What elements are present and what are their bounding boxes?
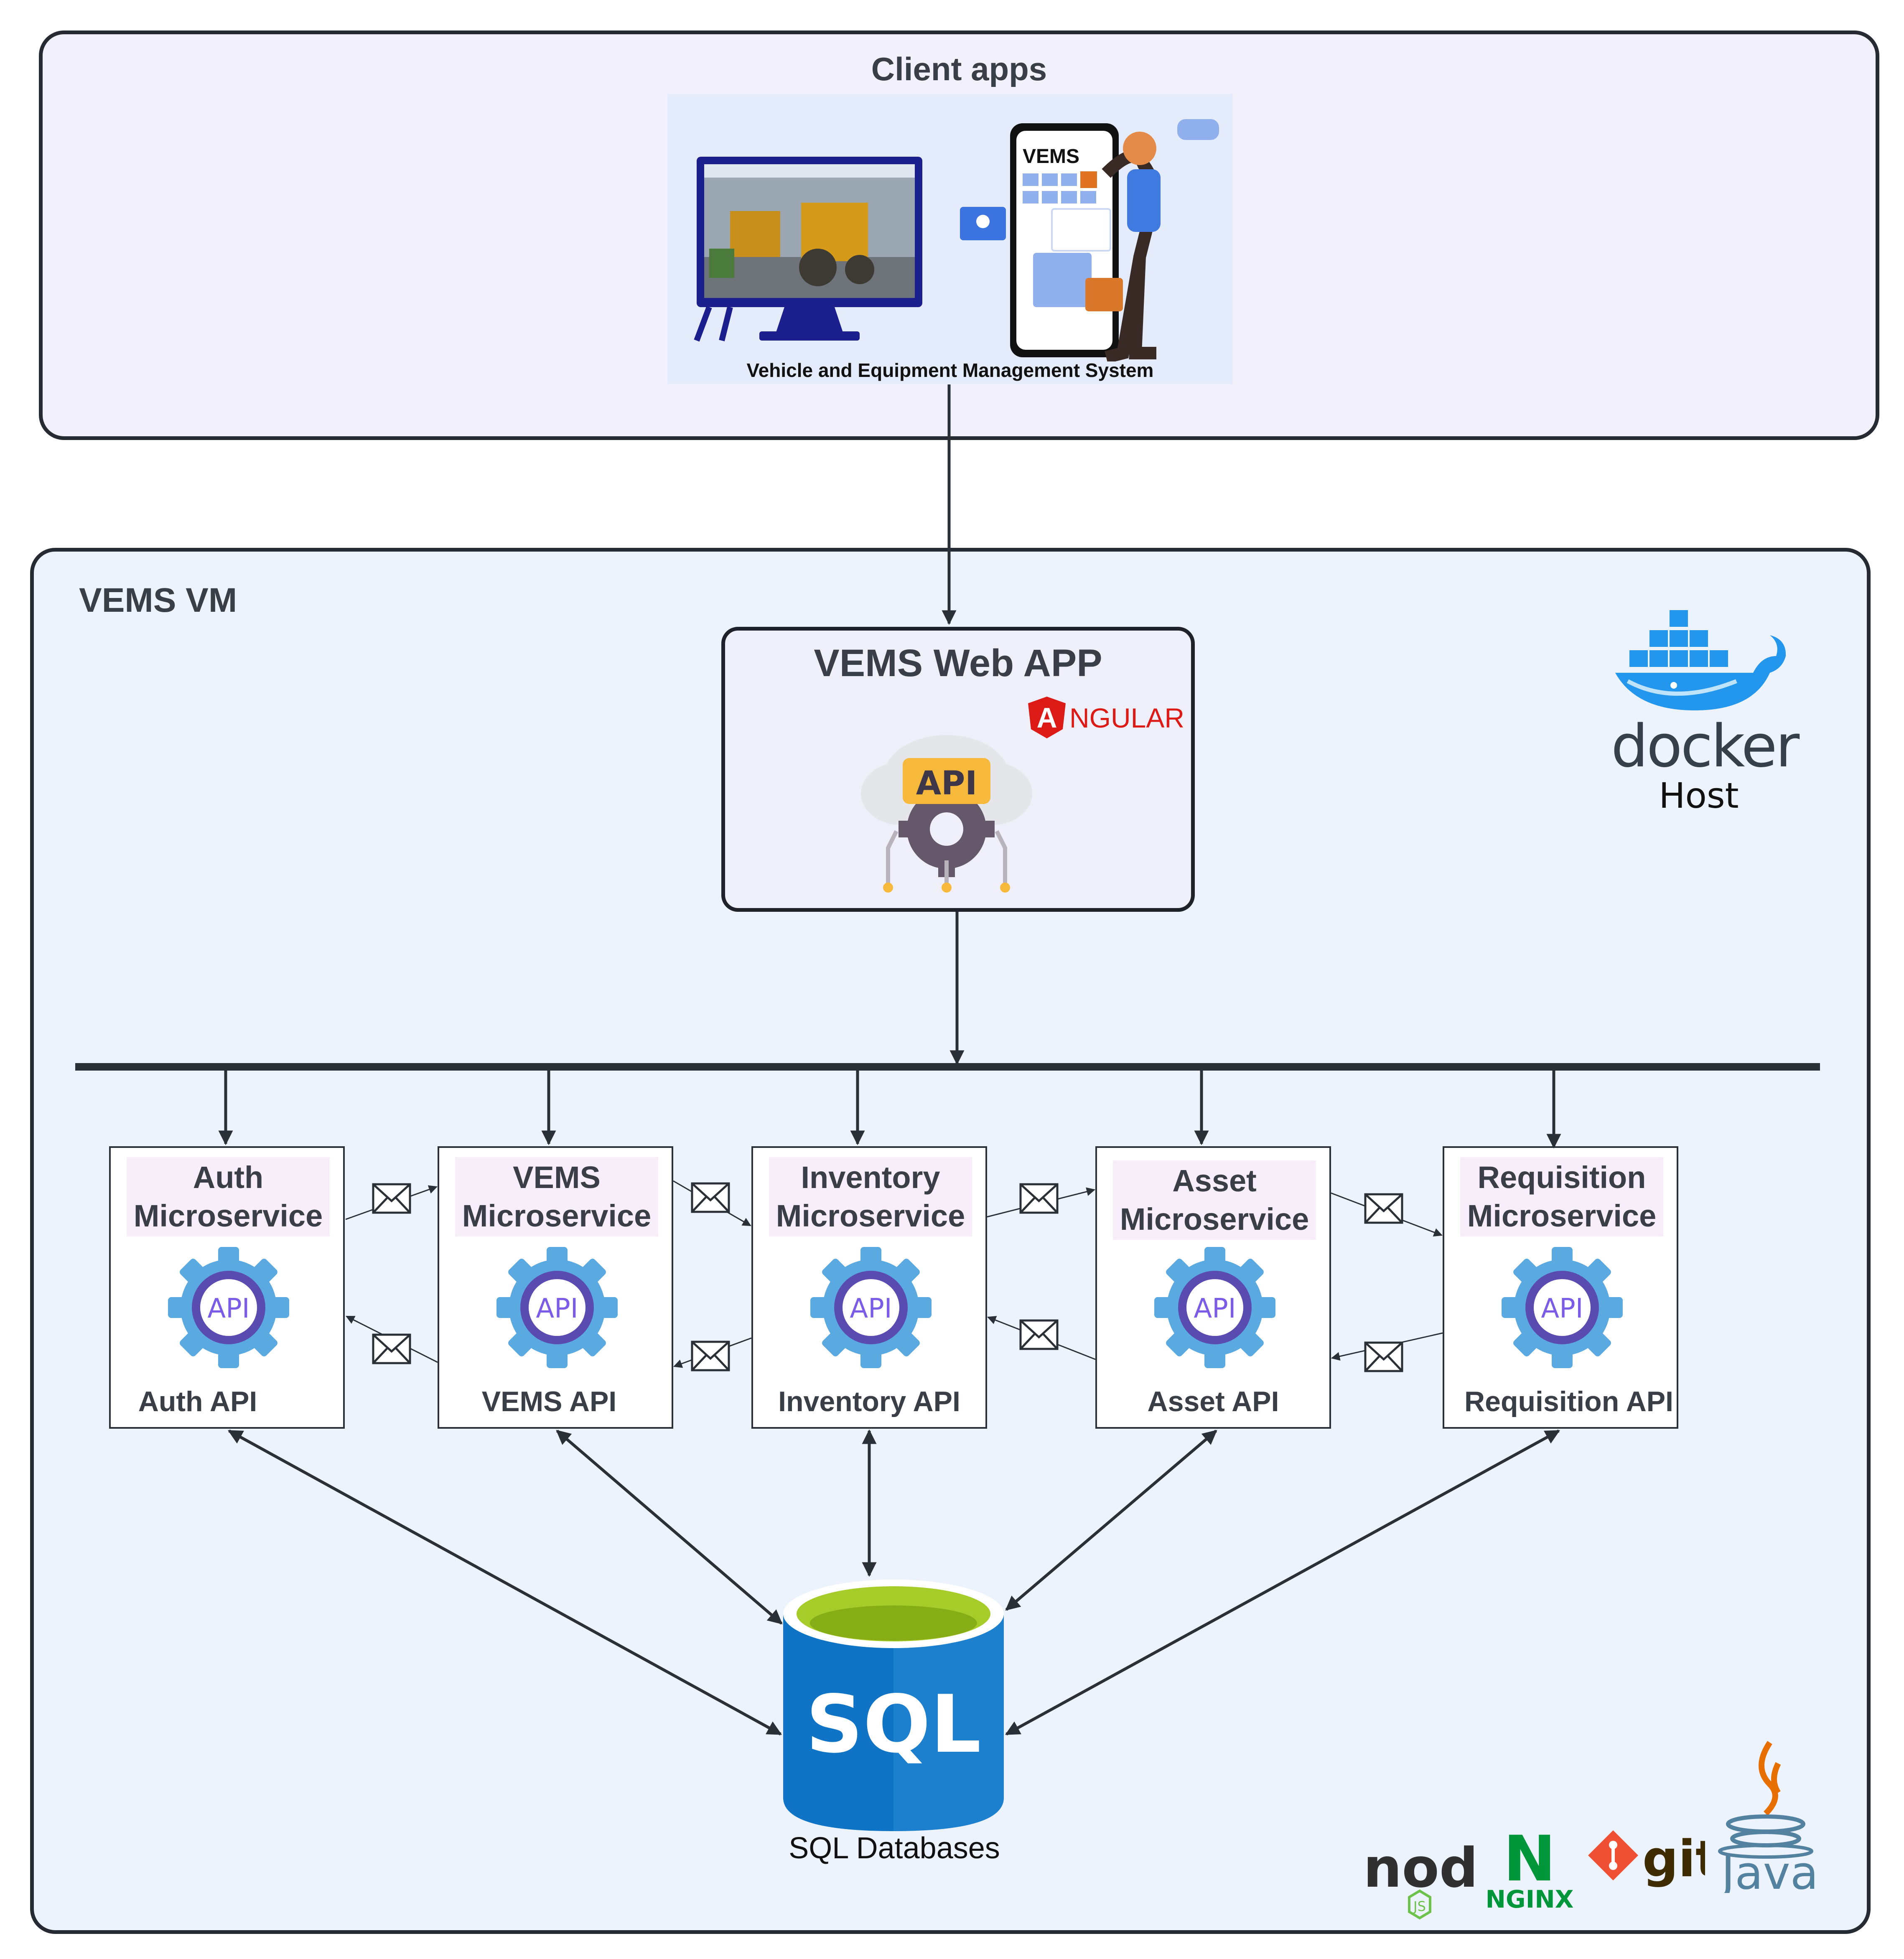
node-js-badge: JS [1413, 1898, 1426, 1914]
mobile-app-icon: VEMS [960, 119, 1219, 361]
angular-logo-icon: A NGULAR [1028, 697, 1184, 738]
docker-host-label: Host [1659, 775, 1739, 816]
service-name-line2: Microservice [1120, 1202, 1309, 1236]
desktop-monitor-icon [694, 157, 922, 342]
requisition-api-label: Requisition API [1464, 1386, 1673, 1417]
client-illustration-caption: Vehicle and Equipment Management System [746, 359, 1154, 381]
git-wordmark: git [1642, 1830, 1705, 1888]
api-icon-text: API [1541, 1293, 1583, 1324]
docker-whale-icon [1615, 610, 1786, 710]
nginx-wordmark: NGINX [1486, 1885, 1574, 1913]
docker-wordmark: docker [1611, 712, 1800, 781]
client-apps-title: Client apps [871, 51, 1047, 87]
api-gear-icon: API [810, 1247, 932, 1368]
service-name-line1: Inventory [801, 1160, 940, 1195]
docker-host-logo: docker Host [1611, 606, 1800, 832]
api-cloud-gear-icon: API [861, 735, 1032, 893]
vems-client-illustration: VEMS Vehicle and Equipment Management Sy… [667, 94, 1233, 384]
phone-vems-title: VEMS [1023, 145, 1079, 168]
api-icon-text: API [1194, 1293, 1236, 1324]
service-name-line2: Microservice [462, 1198, 652, 1233]
service-name-line1: VEMS [513, 1160, 601, 1195]
vems-vm-title: VEMS VM [79, 581, 237, 619]
auth-api-label: Auth API [138, 1386, 257, 1417]
java-logo-icon: Java [1718, 1741, 1818, 1893]
web-app-title: VEMS Web APP [814, 642, 1102, 684]
vems-web-app-node: VEMS Web APP A NGULAR API [721, 627, 1195, 912]
api-gear-icon: API [168, 1247, 289, 1368]
nginx-letter: N [1503, 1826, 1556, 1895]
nginx-logo-icon: N NGINX [1486, 1826, 1574, 1913]
chat-bubble-icon [1177, 119, 1219, 140]
service-name-line1: Auth [193, 1160, 264, 1195]
asset-api-label: Asset API [1147, 1386, 1279, 1417]
sql-databases-label: SQL Databases [789, 1832, 1000, 1865]
service-name-line2: Microservice [776, 1198, 965, 1233]
api-gear-icon: API [1502, 1247, 1623, 1368]
service-name-line2: Microservice [133, 1198, 323, 1233]
sql-database-icon: SQL [783, 1580, 1004, 1831]
node-wordmark: node [1363, 1836, 1476, 1900]
settings-icon [1085, 278, 1123, 311]
api-icon-text: API [916, 765, 977, 802]
service-name-line2: Microservice [1467, 1198, 1657, 1233]
api-gear-icon: API [1154, 1247, 1275, 1368]
java-wordmark: Java [1719, 1846, 1818, 1893]
service-name-line1: Asset [1172, 1163, 1257, 1198]
git-logo-icon: git [1588, 1830, 1705, 1888]
angular-wordmark: NGULAR [1069, 702, 1184, 733]
sql-icon-text: SQL [806, 1678, 981, 1771]
vems-api-label: VEMS API [481, 1386, 617, 1417]
service-name-line1: Requisition [1477, 1160, 1646, 1195]
angular-letter: A [1036, 702, 1057, 734]
api-icon-text: API [536, 1293, 578, 1324]
api-gear-icon: API [496, 1247, 618, 1368]
api-icon-text: API [850, 1293, 892, 1324]
api-icon-text: API [207, 1293, 249, 1324]
inventory-api-label: Inventory API [778, 1386, 960, 1417]
nodejs-logo-icon: node JS [1363, 1836, 1476, 1920]
